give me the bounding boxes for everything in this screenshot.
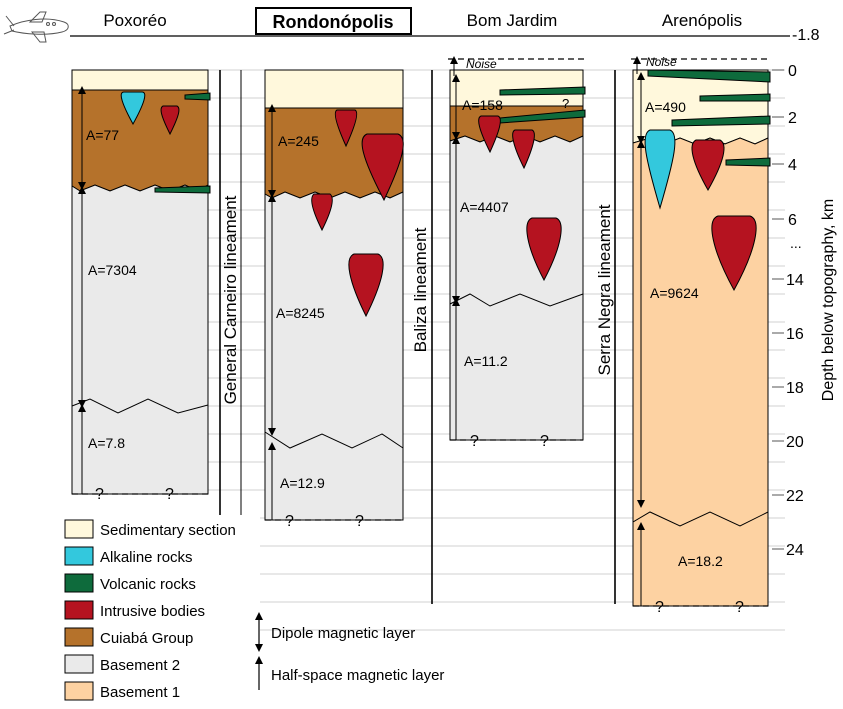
legend-label-basement2: Basement 2 bbox=[100, 657, 180, 674]
legend-label-sedimentary: Sedimentary section bbox=[100, 522, 236, 539]
arenopolis-alkaline-body bbox=[644, 129, 676, 210]
rondonopolis-basement2 bbox=[264, 191, 404, 521]
poxoreo-column: A=77 A=7304 A=7.8 ? ? bbox=[71, 69, 211, 503]
rondonopolis-column: A=245 A=8245 A=12.9 ? ? bbox=[264, 69, 404, 530]
legend-label-volcanic: Volcanic rocks bbox=[100, 576, 196, 593]
legend-swatch-intrusive bbox=[64, 600, 94, 620]
legend-label-dipole: Dipole magnetic layer bbox=[271, 625, 415, 642]
arenopolis-volcanic-1 bbox=[647, 69, 771, 83]
legend: Sedimentary section Alkaline rocks Volca… bbox=[64, 519, 444, 701]
bom-jardim-amplitude-3: A=11.2 bbox=[464, 353, 508, 369]
axis-tick-20: 20 bbox=[786, 434, 804, 451]
bom-jardim-intrusive-2 bbox=[512, 129, 535, 170]
poxoreo-sedimentary bbox=[71, 69, 209, 91]
arenopolis-noise-label: Noise bbox=[646, 55, 677, 69]
axis-tick-18: 18 bbox=[786, 380, 804, 397]
bom-jardim-amplitude-2: A=4407 bbox=[460, 199, 509, 215]
bom-jardim-intrusive-3 bbox=[526, 217, 562, 282]
axis-tick-ellipsis: ... bbox=[790, 235, 802, 251]
arenopolis-amplitude-3: A=18.2 bbox=[678, 553, 723, 569]
lineament-label-general-carneiro: General Carneiro lineament bbox=[221, 195, 240, 404]
poxoreo-amplitude-3: A=7.8 bbox=[88, 435, 125, 451]
site-title-rondonopolis: Rondonópolis bbox=[273, 12, 394, 32]
arenopolis-volcanic-2 bbox=[699, 93, 771, 102]
site-title-bom-jardim: Bom Jardim bbox=[467, 11, 558, 30]
axis-tick-0: 0 bbox=[788, 63, 797, 80]
legend-swatch-sedimentary bbox=[64, 519, 94, 539]
poxoreo-volcanic-2 bbox=[154, 185, 211, 194]
arenopolis-volcanic-3 bbox=[671, 115, 771, 127]
legend-label-cuiaba: Cuiabá Group bbox=[100, 630, 193, 647]
depth-axis: -1.8 0 2 4 6 ... 14 16 18 20 22 24 Depth… bbox=[772, 27, 837, 559]
legend-swatch-alkaline bbox=[64, 546, 94, 566]
rondonopolis-intrusive-1 bbox=[334, 109, 358, 148]
axis-tick-4: 4 bbox=[788, 157, 797, 174]
poxoreo-volcanic-1 bbox=[184, 92, 211, 101]
axis-tick-24: 24 bbox=[786, 542, 804, 559]
arenopolis-amplitude-2: A=9624 bbox=[650, 285, 699, 301]
legend-swatch-basement1 bbox=[64, 681, 94, 701]
axis-top-value: -1.8 bbox=[792, 27, 820, 44]
bom-jardim-unknown-1: ? bbox=[470, 433, 479, 450]
poxoreo-amplitude-2: A=7304 bbox=[88, 262, 137, 278]
rondonopolis-amplitude-1: A=245 bbox=[278, 133, 319, 149]
bom-jardim-column: Noise A=158 ? A=4407 A=11.2 ? ? bbox=[448, 56, 586, 450]
axis-tick-14: 14 bbox=[786, 272, 804, 289]
bom-jardim-noise-label: Noise bbox=[466, 57, 497, 71]
rondonopolis-amplitude-2: A=8245 bbox=[276, 305, 325, 321]
site-title-poxoreo: Poxoréo bbox=[103, 11, 166, 30]
rondonopolis-intrusive-4 bbox=[348, 253, 384, 318]
rondonopolis-unknown-1: ? bbox=[285, 513, 294, 530]
lineament-label-serra-negra: Serra Negra lineament bbox=[595, 204, 614, 375]
axis-tick-22: 22 bbox=[786, 488, 804, 505]
poxoreo-unknown-2: ? bbox=[165, 486, 174, 503]
arenopolis-boundary bbox=[632, 511, 769, 527]
legend-swatch-volcanic bbox=[64, 573, 94, 593]
arenopolis-unknown-1: ? bbox=[655, 599, 664, 616]
rondonopolis-intrusive-2 bbox=[361, 133, 404, 202]
axis-tick-16: 16 bbox=[786, 326, 804, 343]
axis-tick-2: 2 bbox=[788, 110, 797, 127]
rondonopolis-intrusive-3 bbox=[311, 193, 333, 232]
rondonopolis-sedimentary bbox=[264, 69, 404, 109]
bom-jardim-unknown-top: ? bbox=[562, 96, 569, 111]
bom-jardim-volcanic-1 bbox=[499, 86, 586, 96]
axis-tick-6: 6 bbox=[788, 212, 797, 229]
bom-jardim-intrusive-1 bbox=[478, 115, 501, 154]
poxoreo-unknown-1: ? bbox=[95, 486, 104, 503]
airplane-icon bbox=[3, 11, 69, 43]
legend-swatch-cuiaba bbox=[64, 627, 94, 647]
bom-jardim-sedimentary bbox=[449, 69, 584, 107]
arenopolis-amplitude-1: A=490 bbox=[645, 99, 686, 115]
rondonopolis-unknown-2: ? bbox=[355, 513, 364, 530]
arenopolis-basement1 bbox=[632, 137, 769, 607]
lineament-label-baliza: Baliza lineament bbox=[411, 227, 430, 352]
bom-jardim-amplitude-1: A=158 bbox=[462, 97, 503, 113]
rondonopolis-boundary bbox=[264, 431, 404, 449]
site-title-highlight-box bbox=[255, 7, 412, 35]
site-title-arenopolis: Arenópolis bbox=[662, 11, 742, 30]
legend-label-basement1: Basement 1 bbox=[100, 684, 180, 701]
arenopolis-volcanic-4 bbox=[725, 157, 771, 167]
bom-jardim-boundary bbox=[449, 293, 584, 307]
arenopolis-intrusive-1 bbox=[691, 139, 725, 192]
legend-label-halfspace: Half-space magnetic layer bbox=[271, 667, 444, 684]
poxoreo-alkaline-body bbox=[120, 91, 146, 126]
axis-title: Depth below topography, km bbox=[820, 199, 837, 401]
legend-label-intrusive: Intrusive bodies bbox=[100, 603, 205, 620]
arenopolis-unknown-2: ? bbox=[735, 599, 744, 616]
legend-swatch-basement2 bbox=[64, 654, 94, 674]
poxoreo-amplitude-1: A=77 bbox=[86, 127, 119, 143]
legend-label-alkaline: Alkaline rocks bbox=[100, 549, 193, 566]
rondonopolis-amplitude-3: A=12.9 bbox=[280, 475, 325, 491]
bom-jardim-basement2 bbox=[449, 135, 584, 441]
arenopolis-intrusive-2 bbox=[711, 215, 757, 292]
poxoreo-boundary bbox=[71, 398, 209, 414]
bom-jardim-unknown-2: ? bbox=[540, 433, 549, 450]
arenopolis-column: Noise A=490 A=9624 A=18.2 ? ? bbox=[631, 55, 771, 616]
poxoreo-intrusive-body bbox=[160, 105, 180, 136]
